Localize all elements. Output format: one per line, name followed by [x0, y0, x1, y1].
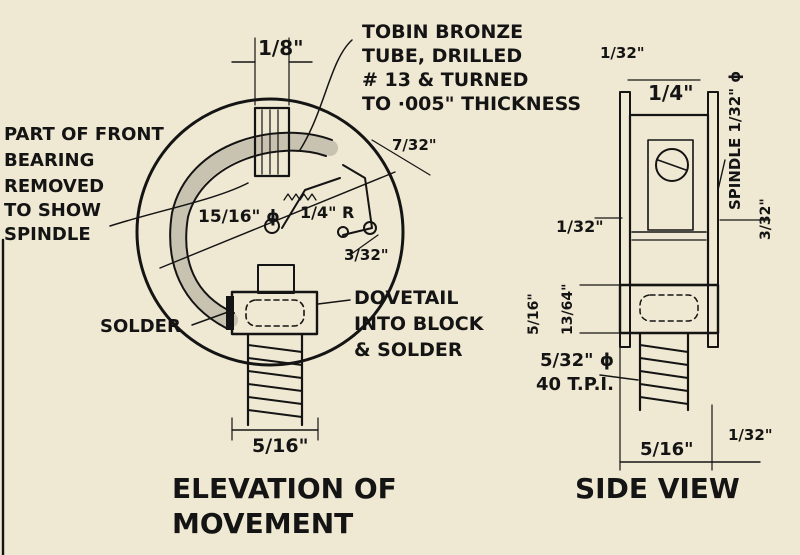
thread-note-line2: 40 T.P.I. — [536, 374, 614, 395]
diameter-line — [159, 171, 396, 269]
lever-pin — [337, 226, 349, 238]
bearing-note-line: BEARING — [4, 150, 94, 171]
dim-line — [371, 139, 431, 176]
leader-bearing — [109, 182, 249, 227]
elevation-title-line2: MOVEMENT — [172, 507, 353, 540]
solder-fillet — [226, 296, 234, 330]
dovetail-note-line: & SOLDER — [354, 339, 463, 361]
dim-small-label: 3/32" — [344, 246, 389, 264]
leader-thread — [599, 374, 639, 381]
leader-solder — [191, 311, 229, 326]
front-plate — [707, 91, 719, 348]
bearing-note-line: REMOVED — [4, 176, 104, 197]
side-screw — [655, 148, 689, 182]
dim-width-label: 1/4" — [648, 81, 694, 105]
gear-teeth — [283, 193, 317, 201]
rack-segment — [281, 177, 341, 229]
spindle-center — [264, 218, 280, 234]
tube-note-line: TOBIN BRONZE — [362, 21, 523, 43]
dim-tube-width-label: 1/8" — [258, 36, 304, 60]
dim-right-label: 7/32" — [392, 136, 437, 154]
lever-arm — [342, 164, 373, 236]
leader-tube — [299, 39, 353, 151]
dim-block-h1-label: 5/16" — [526, 293, 542, 335]
bourdon-tube-outline-inner — [185, 149, 327, 314]
spindle-note: SPINDLE 1/32" ϕ — [726, 71, 744, 210]
case-circle — [135, 97, 405, 367]
block-dovetail-hidden — [245, 299, 305, 327]
dim-radius-label: 1/4" R — [300, 203, 354, 222]
bourdon-tube — [170, 133, 338, 328]
screw-slot — [657, 159, 687, 171]
tube-stub — [257, 264, 295, 294]
bearing-note-line: PART OF FRONT — [4, 124, 164, 145]
back-plate — [619, 91, 631, 348]
elevation-view — [109, 37, 431, 441]
dim-left-small-label: 1/32" — [556, 217, 604, 236]
dim-line — [349, 234, 379, 256]
lever-pivot — [363, 221, 377, 235]
tube-note-line: TUBE, DRILLED — [362, 45, 522, 67]
dovetail-note-line: DOVETAIL — [354, 287, 458, 309]
tube-note-line: # 13 & TURNED — [362, 69, 528, 91]
dovetail-note-line: INTO BLOCK — [354, 313, 485, 335]
dim-thread-width-label: 5/16" — [252, 435, 309, 457]
side-view — [579, 79, 771, 471]
dim-right-small-label: 3/32" — [758, 198, 774, 240]
dovetail-note: DOVETAIL INTO BLOCK & SOLDER — [354, 287, 485, 361]
side-block-hidden — [639, 294, 699, 322]
vertical-tube — [253, 106, 291, 178]
bourdon-tube-outline-outer — [169, 131, 333, 329]
bearing-note-line: TO SHOW — [4, 200, 101, 221]
elevation-title-line1: ELEVATION OF — [172, 472, 397, 505]
solder-label: SOLDER — [100, 316, 181, 337]
dim-block-h2-label: 13/64" — [560, 284, 576, 335]
bearing-note-line: SPINDLE — [4, 224, 91, 245]
side-thread — [638, 332, 690, 412]
dim-base-small-label: 1/32" — [728, 426, 773, 444]
spindle-leader — [717, 159, 726, 191]
bearing-note: PART OF FRONT BEARING REMOVED TO SHOW SP… — [4, 124, 164, 245]
side-inner — [647, 139, 694, 231]
leader-dovetail — [317, 299, 351, 305]
dim-base-width-label: 5/16" — [640, 439, 694, 460]
side-block — [618, 283, 720, 335]
tube-note-line: TO ·005" THICKNESS — [362, 93, 581, 115]
thread-note-line1: 5/32" ϕ — [540, 350, 614, 371]
dim-top-plate-label: 1/32" — [600, 44, 645, 62]
dim-ring-dia-label: 15/16" ϕ — [198, 207, 280, 227]
thread — [246, 333, 304, 427]
side-view-title: SIDE VIEW — [575, 472, 740, 505]
tube-note: TOBIN BRONZE TUBE, DRILLED # 13 & TURNED… — [362, 21, 581, 115]
